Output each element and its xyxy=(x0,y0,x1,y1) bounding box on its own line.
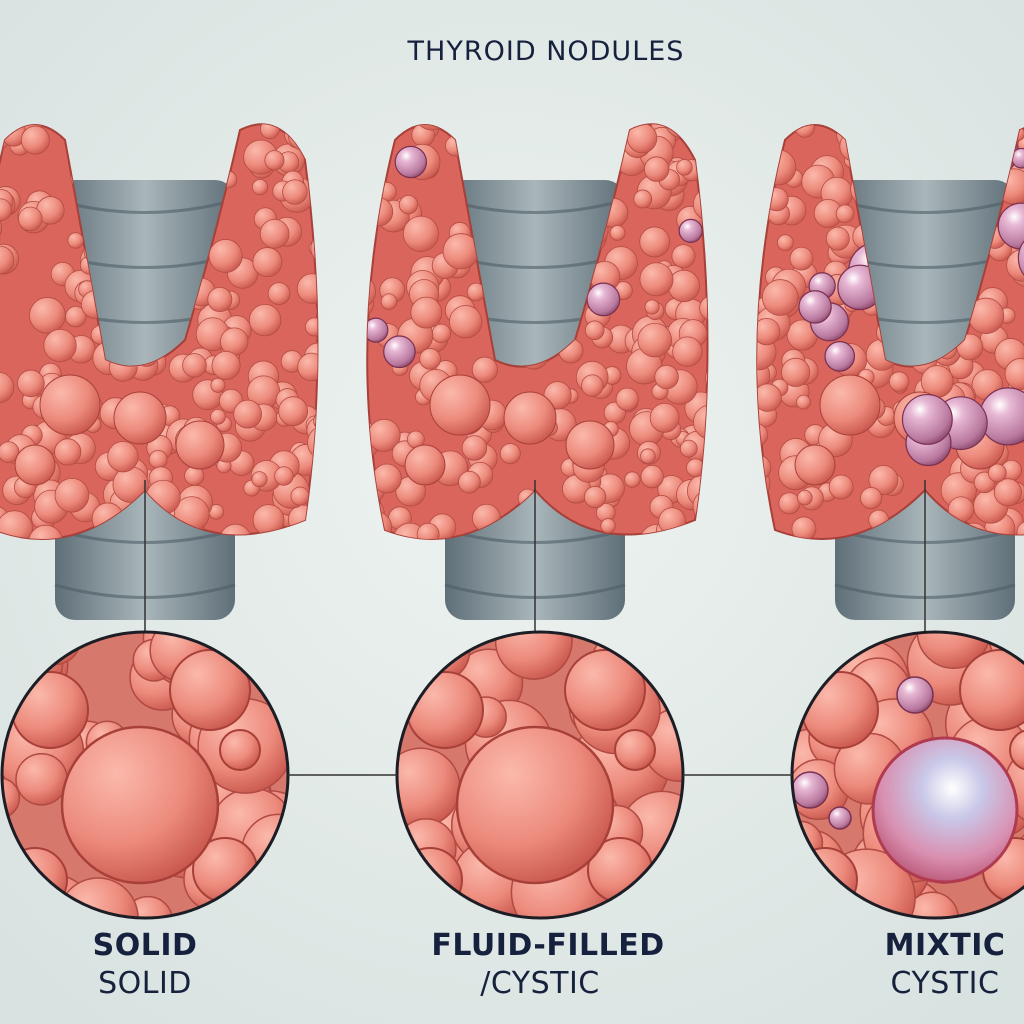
page-title: THYROID NODULES xyxy=(407,36,685,67)
label-solid-line1: SOLID xyxy=(92,928,198,963)
label-mixed-line2: CYSTIC xyxy=(890,966,1000,1001)
label-cystic-line2: /CYSTIC xyxy=(480,966,600,1001)
label-mixed-line1: MIXTIC xyxy=(884,928,1006,963)
magnified-view-solid xyxy=(2,632,288,918)
label-cystic-line1: FLUID-FILLED xyxy=(431,928,665,963)
label-solid-line2: SOLID xyxy=(98,966,192,1001)
thyroid-mixed xyxy=(756,124,1024,632)
